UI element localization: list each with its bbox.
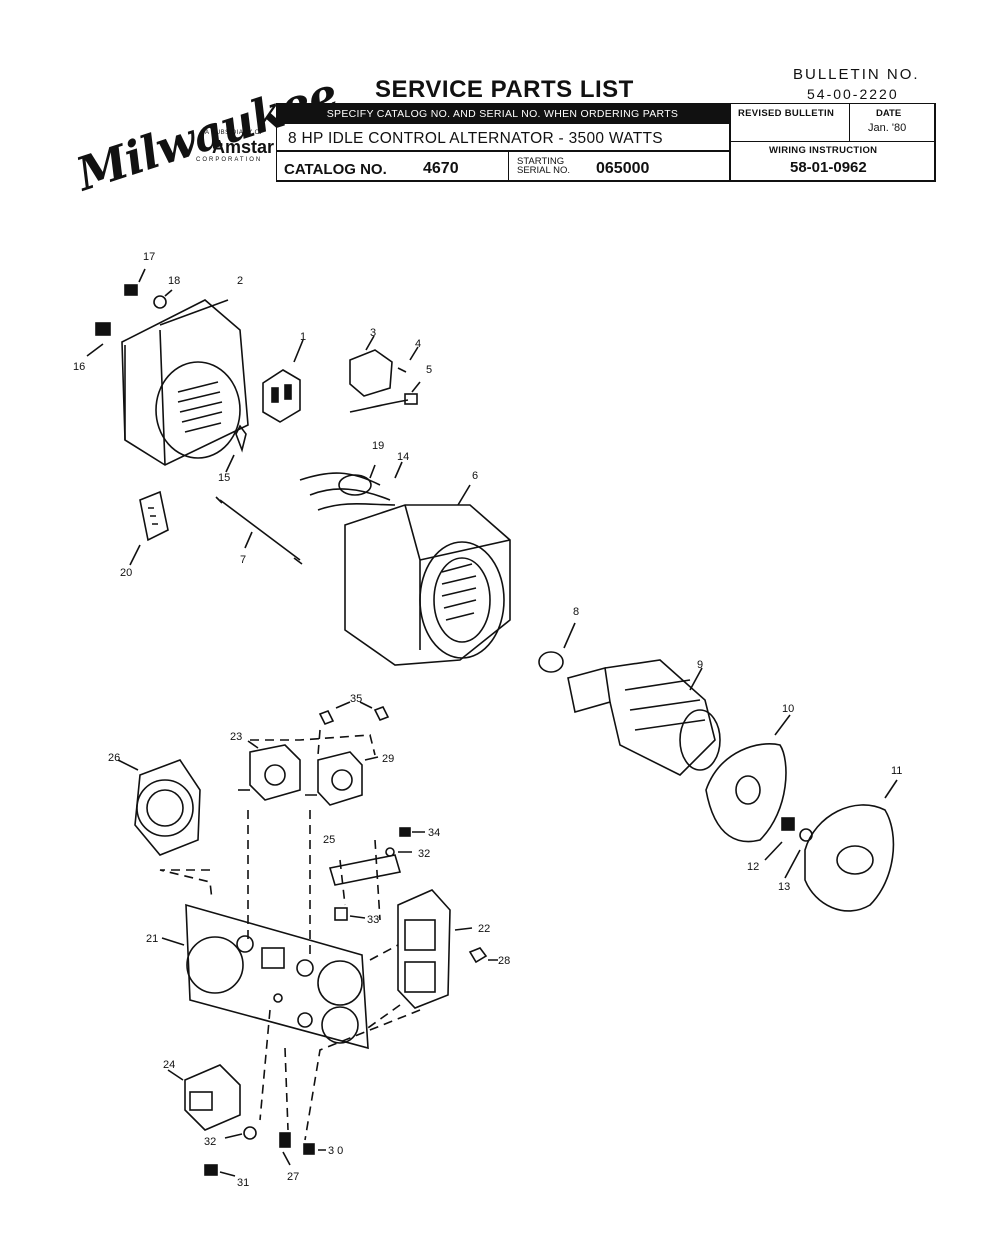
callout-2: 2 bbox=[237, 275, 243, 287]
bulletin-label: BULLETIN NO. bbox=[793, 66, 920, 83]
callout-21: 21 bbox=[146, 933, 158, 945]
callout-12: 12 bbox=[747, 861, 759, 873]
terminal-strip-part bbox=[328, 827, 425, 921]
wiring-instruction-number: 58-01-0962 bbox=[790, 159, 867, 176]
callout-17: 17 bbox=[143, 251, 155, 263]
callout-28: 28 bbox=[498, 955, 510, 967]
screw-parts bbox=[86, 268, 173, 357]
date-label: DATE bbox=[876, 108, 902, 119]
order-note-bar: SPECIFY CATALOG NO. AND SERIAL NO. WHEN … bbox=[276, 104, 729, 124]
callout-34: 34 bbox=[428, 827, 440, 839]
wiring-instruction-label: WIRING INSTRUCTION bbox=[769, 145, 878, 156]
retaining-ring-part bbox=[538, 622, 576, 673]
callout-18: 18 bbox=[168, 275, 180, 287]
callout-33: 33 bbox=[367, 914, 379, 926]
switch-part bbox=[167, 1064, 241, 1131]
callout-10: 10 bbox=[782, 703, 794, 715]
catalog-number: 4670 bbox=[423, 160, 459, 177]
header-rule-bottom bbox=[276, 180, 935, 182]
callout-13: 13 bbox=[778, 881, 790, 893]
bulletin-number: 54-00-2220 bbox=[807, 86, 899, 102]
callout-7: 7 bbox=[240, 554, 246, 566]
callout-32b: 32 bbox=[418, 848, 430, 860]
clip-part bbox=[225, 424, 247, 473]
callout-24: 24 bbox=[163, 1059, 175, 1071]
callout-11: 11 bbox=[891, 765, 902, 777]
callout-1: 1 bbox=[300, 331, 306, 343]
model-description: 8 HP IDLE CONTROL ALTERNATOR - 3500 WATT… bbox=[288, 130, 663, 147]
header-rule-mid bbox=[276, 150, 729, 152]
header-rule-divider bbox=[729, 103, 731, 182]
callout-9: 9 bbox=[697, 659, 703, 671]
bolt-parts bbox=[764, 817, 813, 879]
serial-no-label: SERIAL NO. bbox=[517, 165, 570, 176]
callout-22: 22 bbox=[478, 923, 490, 935]
callout-25: 25 bbox=[323, 834, 335, 846]
callout-15: 15 bbox=[218, 472, 230, 484]
amstar-logo: Amstar bbox=[212, 137, 275, 157]
callout-32a: 32 bbox=[204, 1136, 216, 1148]
callout-3: 3 bbox=[370, 327, 376, 339]
amstar-corporation-text: CORPORATION bbox=[196, 157, 263, 163]
callout-8: 8 bbox=[573, 606, 579, 618]
circuit-breaker-parts bbox=[238, 740, 379, 806]
page-title: SERVICE PARTS LIST bbox=[375, 76, 634, 103]
assembly-guide-lines bbox=[159, 729, 421, 1141]
callout-29: 29 bbox=[382, 753, 394, 765]
header-rule-date-divider bbox=[849, 103, 850, 141]
stator-part bbox=[344, 484, 511, 666]
header-rule-top bbox=[276, 103, 935, 104]
header-rule-wiring-top bbox=[729, 141, 935, 142]
rotor-part bbox=[567, 659, 721, 776]
wire-harness-part bbox=[299, 461, 403, 511]
callout-labels: 1 2 3 4 5 6 7 8 9 10 11 12 13 14 15 16 1… bbox=[73, 251, 902, 1189]
plate-part bbox=[129, 490, 169, 566]
callout-31: 31 bbox=[237, 1177, 249, 1189]
header-rule-left bbox=[276, 103, 277, 182]
terminal-board-part bbox=[262, 339, 304, 423]
callout-4: 4 bbox=[415, 338, 421, 350]
end-cover-part bbox=[804, 779, 898, 912]
callout-27: 27 bbox=[287, 1171, 299, 1183]
subsidiary-text: A SUBSIDIARY OF bbox=[205, 130, 264, 136]
panel-screw-parts bbox=[204, 1126, 326, 1177]
starting-serial-number: 065000 bbox=[596, 160, 650, 177]
clip-pair-part bbox=[318, 701, 390, 726]
callout-20: 20 bbox=[120, 567, 132, 579]
header-rule-right bbox=[934, 103, 936, 182]
callout-14: 14 bbox=[397, 451, 409, 463]
starting-label: STARTING bbox=[517, 156, 565, 167]
fan-housing-part bbox=[121, 299, 249, 466]
revised-bulletin-label: REVISED BULLETIN bbox=[738, 108, 835, 119]
callout-26: 26 bbox=[108, 752, 120, 764]
callout-16: 16 bbox=[73, 361, 85, 373]
callout-19: 19 bbox=[372, 440, 384, 452]
callout-5: 5 bbox=[426, 364, 432, 376]
date-value: Jan. '80 bbox=[868, 122, 907, 134]
callout-35: 35 bbox=[350, 693, 362, 705]
capacitor-part bbox=[349, 335, 421, 413]
callout-23: 23 bbox=[230, 731, 242, 743]
catalog-label: CATALOG NO. bbox=[284, 161, 387, 178]
rod-part bbox=[215, 496, 303, 565]
header-rule-serial-divider bbox=[508, 152, 509, 181]
callout-30: 3 0 bbox=[328, 1145, 343, 1157]
callout-6: 6 bbox=[472, 470, 478, 482]
duplex-receptacle-part bbox=[397, 889, 498, 1009]
control-panel-part bbox=[161, 903, 369, 1050]
end-bell-part bbox=[705, 714, 791, 843]
locking-receptacle-part bbox=[117, 759, 201, 856]
